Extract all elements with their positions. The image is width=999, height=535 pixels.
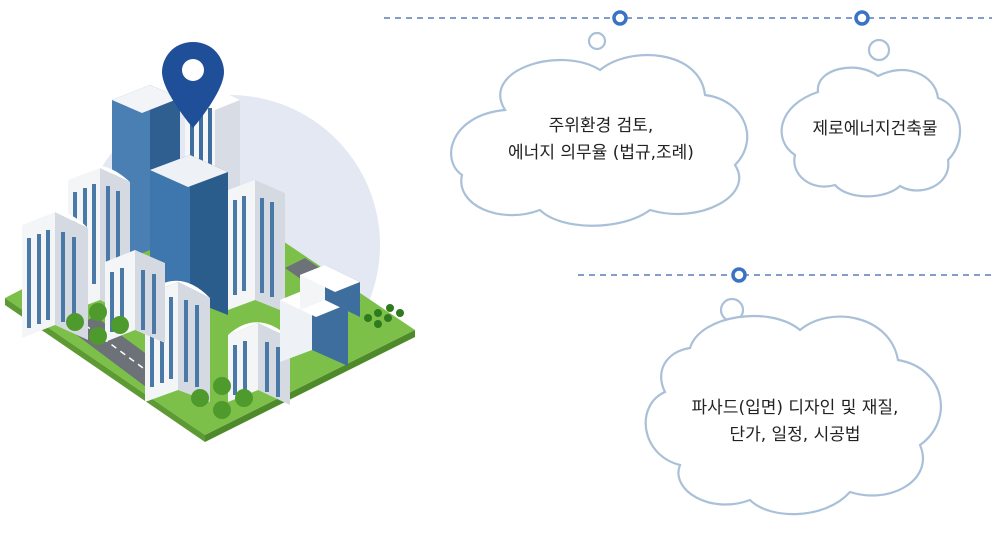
ground-edge [5,298,205,442]
bubble-facade-line1: 파사드(입면) 디자인 및 재질, [691,398,899,418]
cloud-zero-energy [780,66,962,198]
trees [66,303,404,419]
thought-dot-2 [867,38,891,62]
building-right-mid [228,180,285,312]
bubble-zero-energy-text: 제로에너지건축물 [790,116,960,143]
bubble-environment-text: 주위환경 검토, 에너지 의무율 (법규,조례) [470,113,732,167]
ground-edge-right [205,330,415,442]
bubble-zero-energy-line1: 제로에너지건축물 [812,119,938,139]
cloud-facade [644,314,942,516]
building-front-left [22,210,88,340]
building-far-right [300,265,360,317]
location-pin-icon [162,42,224,128]
node-dot-1 [612,10,628,26]
bubble-environment-line2: 에너지 의무율 (법규,조례) [508,143,694,163]
building-middle [105,250,165,343]
cloud-environment [450,53,749,227]
thought-clouds [450,31,962,516]
bubble-facade-text: 파사드(입면) 디자인 및 재질, 단가, 일정, 시공법 [660,395,930,449]
thought-dot-1 [587,31,607,51]
node-dot-3 [731,267,747,283]
connector-lines [384,17,992,276]
connector-nodes [612,10,870,283]
city-buildings-illustration [5,85,415,442]
node-dot-2 [854,10,870,26]
bubble-facade-line2: 단가, 일정, 시공법 [729,425,861,445]
bubble-environment-line1: 주위환경 검토, [548,116,654,136]
